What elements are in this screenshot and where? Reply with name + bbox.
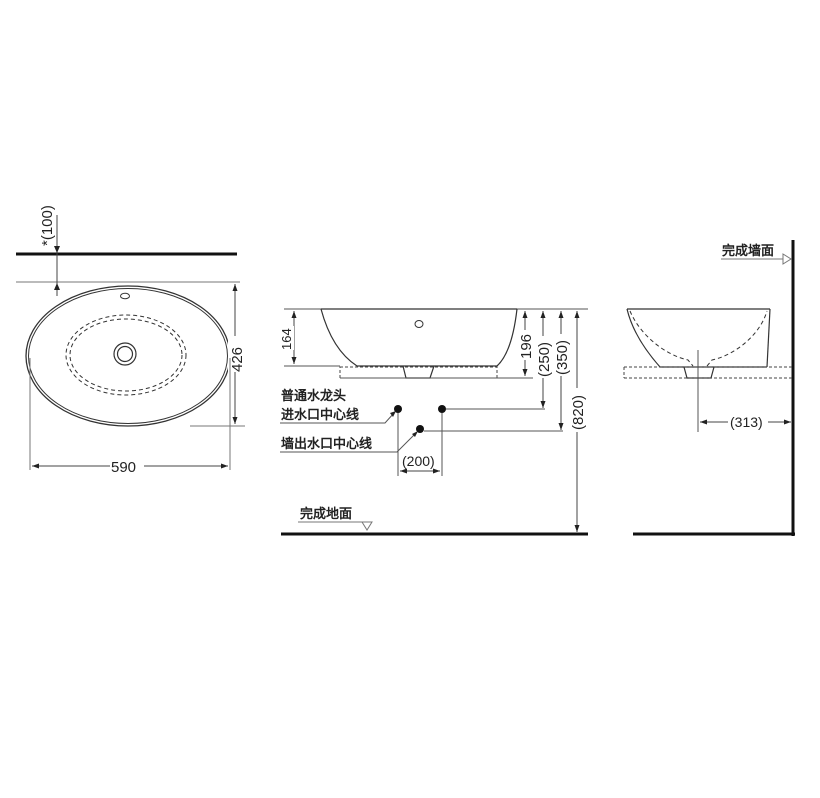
label-wall: 完成墙面	[722, 243, 774, 259]
drain-leader-line	[280, 432, 417, 453]
bowl-inner-dashed-side	[629, 310, 768, 367]
dim-wall-offset: *(100)	[39, 205, 56, 246]
basin-outer-rim	[25, 285, 231, 427]
dim-overall-height: 196	[518, 334, 535, 359]
dim-bowl-height: 164	[279, 328, 294, 350]
dim-counter-height: (820)	[570, 395, 587, 430]
dim-supply-spacing: (200)	[402, 453, 435, 469]
dim-drain-height: (350)	[554, 340, 571, 375]
bowl-inner-dashed	[69, 318, 183, 392]
drain-body	[402, 365, 435, 379]
bowl-profile	[320, 308, 518, 367]
label-supply-line2: 进水口中心线	[281, 407, 359, 423]
overflow-hole-icon	[414, 320, 424, 328]
basin-side-profile-left	[626, 308, 661, 368]
basin-inner-rim	[28, 288, 228, 424]
dim-wall-distance: (313)	[730, 414, 763, 430]
label-supply-line1: 普通水龙头	[281, 388, 346, 404]
drain-body-side	[683, 366, 715, 379]
basin-side-profile-right	[766, 308, 771, 368]
front-view: 164 196 (250) (350) (820) 普通水龙头 进水口中心线 墙	[279, 308, 588, 536]
dim-supply-height: (250)	[536, 342, 553, 377]
dim-depth: 426	[229, 347, 246, 372]
dim-width: 590	[111, 459, 136, 476]
top-view: *(100) 426 590	[16, 205, 246, 476]
drain-inner-icon	[116, 345, 134, 363]
countertop-dashed	[339, 366, 498, 379]
label-drain: 墙出水口中心线	[281, 436, 372, 452]
bowl-outline-dashed	[65, 314, 187, 396]
wall-level-marker-icon	[782, 253, 792, 265]
label-floor: 完成地面	[300, 506, 352, 522]
side-view: 完成墙面 (313)	[623, 240, 795, 536]
floor-level-marker-icon	[361, 521, 373, 531]
supply-point-right-icon	[438, 405, 446, 413]
drain-outer-icon	[113, 342, 137, 366]
supply-leader-line	[280, 412, 395, 424]
tap-hole-icon	[120, 292, 130, 300]
